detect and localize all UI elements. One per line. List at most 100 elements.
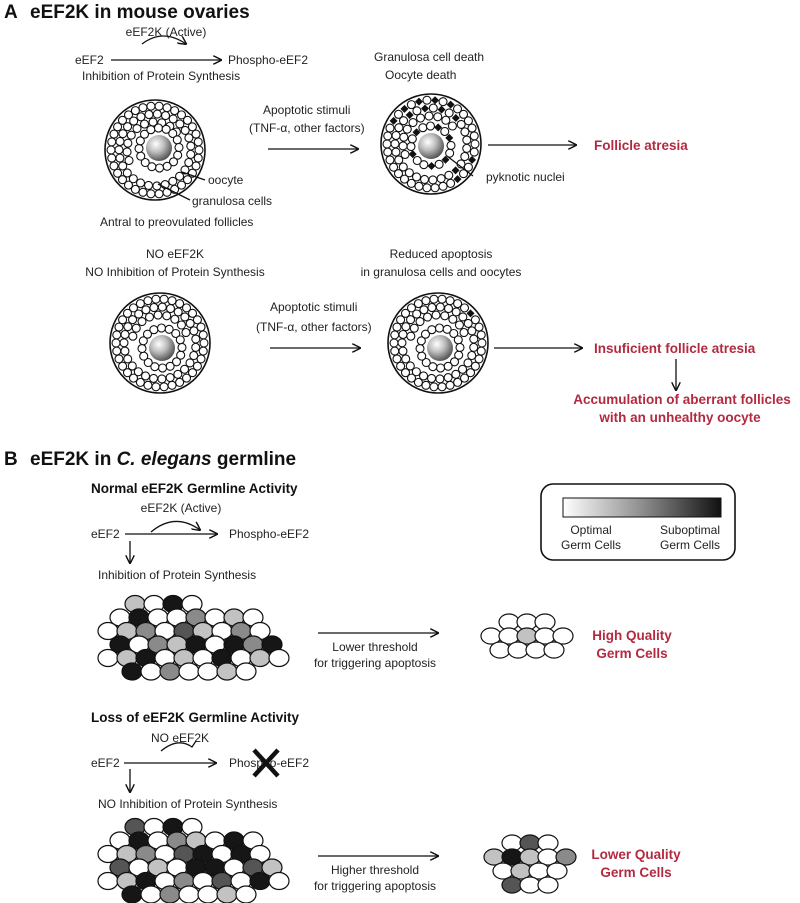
granulosa-cell — [413, 299, 423, 309]
granulosa-cell — [443, 304, 454, 314]
granulosa-cell — [392, 322, 402, 332]
granulosa-cell — [150, 362, 160, 372]
granulosa-cell — [458, 364, 468, 374]
granulosa-cell — [119, 338, 129, 348]
granulosa-cell — [130, 184, 140, 194]
oocyte — [149, 335, 175, 361]
granulosa-cell — [465, 368, 476, 378]
granulosa-cell — [419, 160, 429, 170]
germ-cell — [249, 648, 271, 668]
granulosa-cell — [140, 371, 151, 381]
pyknotic-nucleus — [437, 105, 446, 114]
granulosa-cell — [114, 354, 124, 364]
granulosa-cell — [463, 358, 473, 368]
granulosa-cell — [426, 373, 437, 383]
granulosa-cell — [446, 140, 456, 151]
granulosa-cell — [114, 322, 124, 332]
granulosa-cell — [406, 100, 416, 110]
granulosa-cell — [176, 320, 186, 330]
normal-substrate-label: eEF2 — [91, 527, 120, 541]
granulosa-label: granulosa cells — [192, 194, 272, 208]
granulosa-cell — [135, 178, 146, 188]
granulosa-cell — [476, 330, 486, 340]
follicle-no-eef2k — [109, 292, 211, 394]
granulosa-cell — [459, 303, 470, 313]
granulosa-cell — [389, 338, 399, 348]
granulosa-cell — [165, 304, 176, 314]
granulosa-cell — [146, 189, 156, 199]
granulosa-cell — [127, 361, 137, 371]
granulosa-cell — [420, 329, 431, 339]
granulosa-cell — [440, 311, 450, 321]
granulosa-cell — [167, 380, 177, 390]
granulosa-cell — [135, 299, 145, 309]
granulosa-cell — [118, 315, 128, 325]
granulosa-cell — [173, 307, 183, 317]
granulosa-cell — [390, 330, 400, 340]
granulosa-cell — [139, 351, 149, 361]
granulosa-cell — [149, 325, 159, 335]
granulosa-cell — [162, 161, 172, 171]
granulosa-cell — [138, 103, 148, 113]
granulosa-cell — [435, 363, 446, 373]
high-quality-line1: High Quality — [592, 628, 672, 643]
granulosa-cell — [113, 122, 123, 132]
granulosa-cell — [128, 373, 139, 383]
granulosa-cell — [181, 373, 192, 383]
pyknotic-nucleus — [466, 309, 475, 318]
granulosa-cell — [427, 325, 437, 335]
granulosa-cell — [445, 296, 455, 306]
granulosa-cell — [399, 174, 410, 184]
pyknotic-nucleus — [441, 155, 450, 164]
granulosa-cell — [429, 294, 439, 304]
granulosa-cell — [449, 328, 459, 339]
granulosa-cell — [134, 143, 144, 154]
granulosa-cell — [112, 330, 122, 340]
pyknotic-nucleus — [434, 123, 443, 132]
granulosa-cell — [458, 312, 468, 322]
pyknotic-nucleus — [451, 113, 460, 122]
granulosa-cell — [383, 131, 393, 141]
granulosa-cell — [434, 159, 444, 169]
effect-label: Inhibition of Protein Synthesis — [82, 69, 240, 83]
granulosa-cell — [165, 361, 175, 371]
product-label: Phospho-eEF2 — [228, 53, 308, 67]
granulosa-cell — [462, 135, 472, 145]
granulosa-cell — [182, 175, 193, 185]
granulosa-cell — [131, 323, 141, 333]
granulosa-cell — [394, 123, 404, 133]
granulosa-cell — [409, 323, 419, 333]
granulosa-cell — [445, 148, 455, 158]
normal-enzyme-label: eEF2K (Active) — [141, 501, 222, 515]
reduced-apoptosis-line1: Reduced apoptosis — [390, 247, 493, 261]
normal-product-label: Phospho-eEF2 — [229, 527, 309, 541]
granulosa-cell — [442, 324, 452, 334]
loss-effect-label: NO Inhibition of Protein Synthesis — [98, 797, 277, 811]
granulosa-cell — [413, 377, 423, 387]
legend-suboptimal-line2: Germ Cells — [660, 538, 720, 552]
granulosa-cell — [146, 125, 156, 135]
germ-cell — [555, 848, 577, 866]
granulosa-cell — [151, 294, 161, 304]
granulosa-cell — [421, 357, 431, 368]
granulosa-cell — [412, 155, 422, 166]
granulosa-cell — [456, 119, 466, 129]
granulosa-cell — [174, 142, 184, 153]
granulosa-cell — [184, 133, 194, 143]
germ-cell — [159, 885, 181, 903]
granulosa-cell — [146, 101, 156, 111]
granulosa-cell — [122, 308, 133, 318]
granulosa-cell — [419, 174, 430, 184]
granulosa-cell — [156, 323, 167, 333]
granulosa-cell — [147, 162, 157, 172]
granulosa-cell — [429, 382, 439, 392]
stimuli-label-line2: (TNF-α, other factors) — [249, 121, 365, 135]
granulosa-cell — [453, 377, 463, 387]
normal-threshold-line2: for triggering apoptosis — [314, 656, 436, 670]
granulosa-cell — [419, 305, 429, 315]
granulosa-cell — [460, 127, 470, 137]
germ-cell — [268, 871, 290, 891]
granulosa-cell — [176, 110, 187, 120]
follicle-reduced-apoptosis — [387, 292, 489, 394]
granulosa-cell — [411, 367, 421, 377]
